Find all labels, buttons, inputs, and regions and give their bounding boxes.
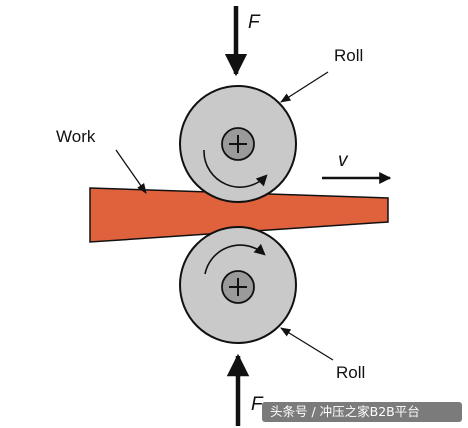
watermark: 头条号 / 冲压之家B2B平台 xyxy=(262,402,462,422)
roll-bottom-label: Roll xyxy=(336,363,365,382)
velocity-label: v xyxy=(338,150,349,171)
leader-arrow-icon xyxy=(115,149,147,194)
roll-bottom xyxy=(179,226,297,344)
plus-axis-icon xyxy=(229,278,247,296)
rotation-arrow-icon xyxy=(204,243,266,275)
plus-axis-icon xyxy=(229,135,247,153)
force-top-label: F xyxy=(248,12,261,33)
roll-top-label: Roll xyxy=(334,46,363,65)
watermark-text: 头条号 / 冲压之家B2B平台 xyxy=(270,404,420,419)
work-piece xyxy=(89,187,389,243)
rotation-arrow-icon xyxy=(203,149,268,188)
force-bottom-label: F xyxy=(251,394,264,415)
leader-arrow-icon xyxy=(280,71,329,103)
work-label: Work xyxy=(56,127,96,146)
leader-arrow-icon xyxy=(280,327,334,361)
roll-top xyxy=(179,85,297,203)
